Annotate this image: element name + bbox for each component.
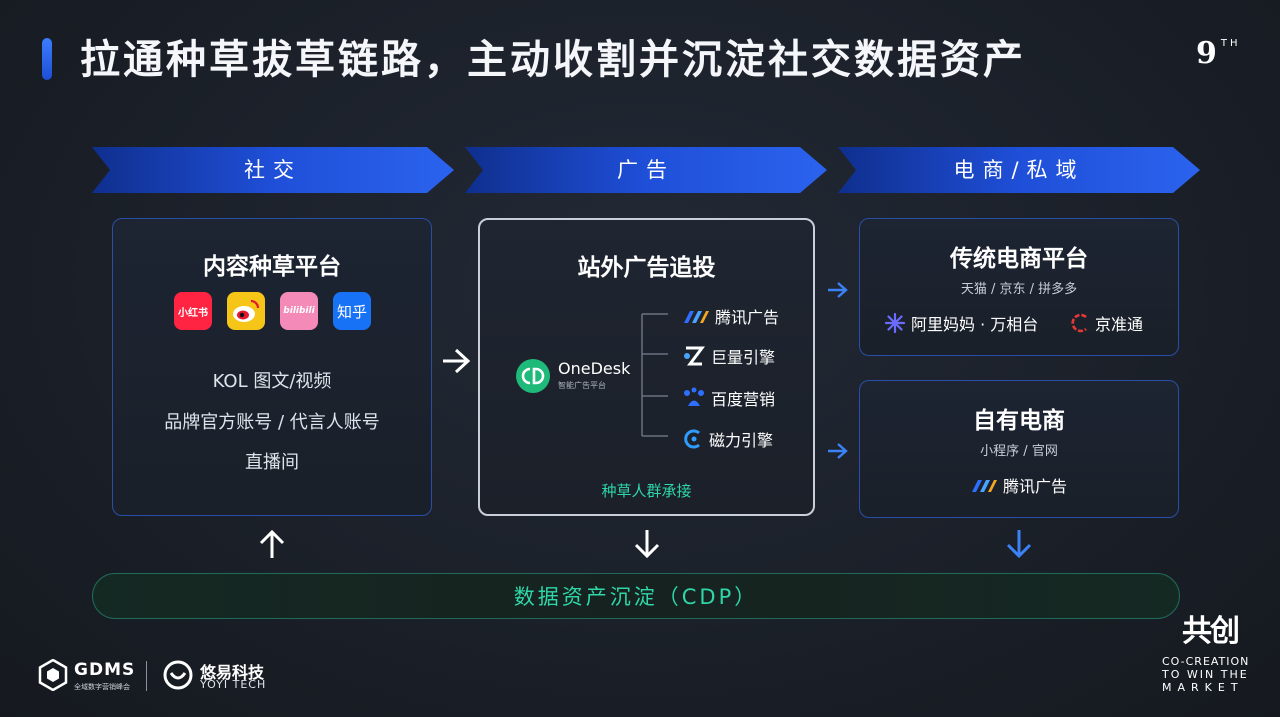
alimama-icon [884,312,906,334]
channel-tencent: 腾讯广告 [682,304,779,328]
baidu-icon [684,387,704,406]
gdms-logo-icon [38,659,68,691]
bilibili-icon: bilibili [280,292,318,330]
ad-panel: 站外广告追投 OneDesk 智能广告平台 腾讯广告 巨量引擎 百度营销 磁力引… [478,218,815,516]
yoyi-logo-icon [163,660,193,690]
ec2-subtitle: 小程序 / 官网 [980,444,1058,459]
banner-ad-shape [465,147,827,193]
edition-suffix: TH [1220,38,1241,49]
banner-social: 社交 [92,147,454,193]
onedesk-name: OneDesk [558,359,631,378]
channel-baidu: 百度营销 [682,386,775,410]
channel-ocean: 巨量引擎 [682,344,775,368]
brand-alimama-label: 阿里妈妈 · 万相台 [911,315,1039,334]
banner-ad-label: 广告 [617,158,675,182]
banner-ad: 广告 [465,147,827,193]
cdp-bar: 数据资产沉淀（CDP） [92,573,1180,619]
cocreation-line-1: CO-CREATION [1162,655,1250,668]
tencent-ads-icon [684,311,709,323]
social-line-kol: KOL 图文/视频 [212,371,332,392]
zhihu-icon: 知乎 [333,292,371,330]
ad-panel-footer: 种草人群承接 [601,482,692,500]
banner-ecommerce-label: 电商/私域 [953,158,1085,182]
xiaohongshu-label: 小红书 [178,307,208,319]
channel-bracket [641,313,668,437]
channel-kuaishou-label: 磁力引擎 [709,431,774,450]
channel-ocean-label: 巨量引擎 [711,348,776,367]
onedesk-icon [516,359,550,393]
banner-social-label: 社交 [244,158,302,182]
arrow-up-icon [259,529,285,558]
ecommerce-panel-traditional: 传统电商平台 天猫 / 京东 / 拼多多 阿里妈妈 · 万相台 京准通 [859,218,1179,356]
cocreation-mark: 共创 [1182,614,1240,649]
page-title: 拉通种草拔草链路，主动收割并沉淀社交数据资产 [80,37,1026,83]
weibo-icon [227,292,265,330]
ec2-title: 自有电商 [973,408,1065,434]
social-line-accounts: 品牌官方账号 / 代言人账号 [164,412,380,433]
channel-tencent-label: 腾讯广告 [715,308,780,327]
tencent-ads-icon [972,480,997,492]
xiaohongshu-icon: 小红书 [174,292,212,330]
onedesk-sub: 智能广告平台 [558,381,606,390]
yoyi-sub: YOYI TECH [200,678,267,691]
arrow-right-icon [828,282,848,298]
arrow-down-icon [634,530,660,559]
zhihu-label: 知乎 [336,302,367,321]
brand-alimama: 阿里妈妈 · 万相台 [884,311,1038,335]
arrow-right-icon [443,348,471,374]
ec1-title: 传统电商平台 [950,246,1088,272]
brand-tencent-ads-label: 腾讯广告 [1003,477,1068,496]
social-panel: 内容种草平台 小红书 bilibili 知乎 KOL 图文/视频 品牌官方账号 … [112,218,432,516]
arrow-right-icon [828,443,848,459]
brand-jingzhuntong: 京准通 [1068,311,1143,335]
social-line-live: 直播间 [245,452,299,473]
ocean-engine-icon [684,346,705,366]
footer-divider [146,661,147,691]
channel-kuaishou: 磁力引擎 [682,427,773,451]
magnetic-engine-icon [684,429,700,449]
banner-ecommerce: 电商/私域 [838,147,1200,193]
edition-number: 9 [1196,36,1217,71]
bilibili-label: bilibili [283,306,315,316]
ad-panel-title: 站外广告追投 [577,255,716,281]
ecommerce-panel-owned: 自有电商 小程序 / 官网 腾讯广告 [859,380,1179,518]
arrow-down-icon [1006,530,1032,559]
cocreation-line-2: TO WIN THE [1162,668,1249,681]
banner-social-shape [92,147,454,193]
title-accent-bar [42,38,52,80]
ec1-subtitle: 天猫 / 京东 / 拼多多 [960,282,1078,297]
cocreation-line-3: MARKET [1162,681,1244,694]
banner-ecommerce-shape [838,147,1200,193]
yoyi-name: 悠易科技 [200,663,265,682]
brand-jingzhuntong-label: 京准通 [1095,315,1144,334]
cdp-label: 数据资产沉淀（CDP） [513,585,759,609]
gdms-name: GDMS [74,660,136,680]
channel-baidu-label: 百度营销 [711,390,776,409]
weibo-glyph [233,299,260,322]
onedesk-logo [515,358,551,398]
gdms-sub: 全域数字营销峰会 [74,683,130,691]
jingzhuntong-icon [1071,313,1087,333]
brand-tencent-ads: 腾讯广告 [970,473,1067,497]
social-panel-title: 内容种草平台 [203,254,341,280]
